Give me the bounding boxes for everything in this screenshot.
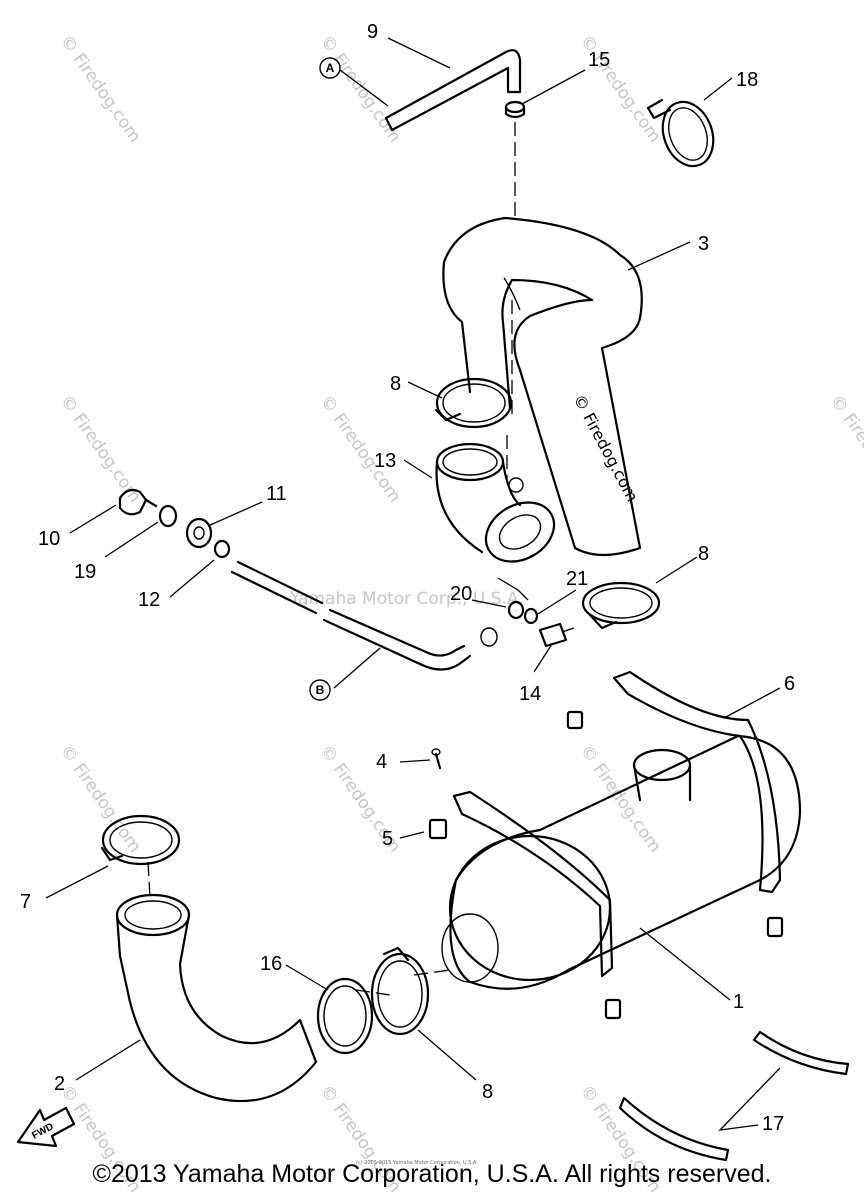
- part-11-nut: [185, 517, 213, 549]
- fine-print: (c) 2005-2015 Yamaha Motor Corporation, …: [356, 1160, 478, 1166]
- part-8-clamp-mid: [581, 581, 661, 630]
- connector-a-label: A: [326, 61, 335, 75]
- firedog-watermark: © Firedog.com: [316, 391, 405, 506]
- callout-9: 9: [367, 21, 378, 43]
- callout-numbers: 9 15 18 3 8 13 11 10 19 12 8 21 20 14 6 …: [20, 21, 795, 1135]
- part-1-muffler: [441, 734, 802, 990]
- assembly-axis: [506, 122, 516, 480]
- callout-20: 20: [450, 583, 472, 605]
- leader-lines: [45, 37, 781, 1131]
- part-8-clamp-upper: [434, 377, 513, 429]
- part-2-tail-pipe: [115, 893, 318, 1103]
- firedog-watermark: © Firedog.com: [576, 741, 665, 856]
- assembly-axis: [147, 861, 451, 996]
- firedog-watermark: © Firedog.com: [56, 741, 145, 856]
- part-3-exhaust-pipe: [442, 216, 643, 557]
- part-19-washer: [158, 504, 178, 528]
- callout-1: 1: [733, 991, 744, 1013]
- callout-5: 5: [382, 828, 393, 850]
- part-20-washer: [507, 600, 525, 620]
- part-12-clip: [213, 539, 231, 559]
- callout-8-upper: 8: [390, 373, 401, 395]
- callout-19: 19: [74, 561, 96, 583]
- part-18-clamp: [646, 98, 715, 168]
- part-16-gasket: [316, 977, 374, 1055]
- firedog-watermark: © Firedog.com: [826, 391, 864, 506]
- part-13-elbow: [435, 442, 556, 563]
- callout-8-mid: 8: [698, 543, 709, 565]
- part-9-hose: [384, 49, 522, 132]
- copyright-footer: ©2013 Yamaha Motor Corporation, U.S.A. A…: [92, 1160, 772, 1188]
- callout-8-lower: 8: [482, 1081, 493, 1103]
- callout-3: 3: [698, 233, 709, 255]
- yamaha-watermark: Yamaha Motor Corp., U.S.A.: [289, 589, 524, 609]
- callout-2: 2: [54, 1073, 65, 1095]
- part-4-screw: [431, 748, 442, 770]
- part-10-plug: [118, 488, 158, 516]
- callout-10: 10: [38, 528, 60, 550]
- part-6-strap: [612, 670, 782, 894]
- water-hose: [230, 560, 498, 671]
- callout-17: 17: [762, 1113, 784, 1135]
- fwd-arrow: FWD: [16, 1106, 76, 1148]
- part-17-dampers: [618, 1030, 850, 1162]
- fwd-label: FWD: [30, 1121, 55, 1141]
- connector-b-label: B: [316, 683, 325, 697]
- part-15-clamp: [504, 100, 526, 119]
- part-7-clamp: [100, 814, 181, 866]
- callout-13: 13: [374, 450, 396, 472]
- firedog-stamp: © Firedog.com: [569, 391, 642, 505]
- callout-7: 7: [20, 891, 31, 913]
- rubber-clips: [428, 710, 784, 1020]
- callout-14: 14: [519, 683, 541, 705]
- callout-15: 15: [588, 49, 610, 71]
- part-21-washer: [523, 607, 539, 625]
- callout-18: 18: [736, 69, 758, 91]
- callout-11: 11: [266, 483, 287, 505]
- part-14-bolt: [538, 622, 575, 648]
- connector-b: B: [309, 679, 331, 701]
- connector-a: A: [319, 57, 341, 79]
- watermark-layer: © Firedog.com © Firedog.com © Firedog.co…: [56, 31, 864, 1196]
- callout-6: 6: [784, 673, 795, 695]
- callout-12: 12: [138, 589, 160, 611]
- part-8-clamp-lower: [370, 946, 430, 1036]
- callout-4: 4: [376, 751, 387, 773]
- callout-16: 16: [260, 953, 282, 975]
- callout-21: 21: [566, 568, 588, 590]
- firedog-watermark: © Firedog.com: [56, 31, 145, 146]
